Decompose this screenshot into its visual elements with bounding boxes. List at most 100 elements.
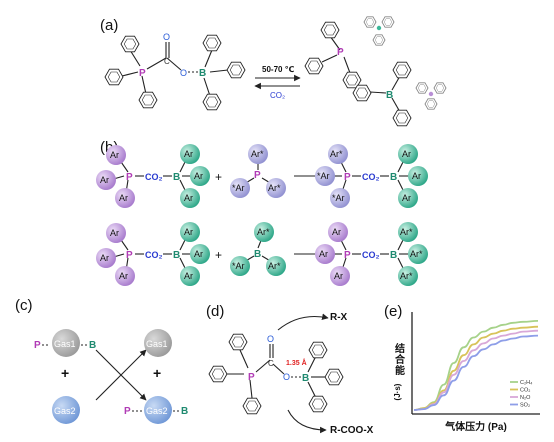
svg-text:*Ar: *Ar bbox=[232, 183, 245, 193]
svg-text:Ar*: Ar* bbox=[268, 261, 281, 271]
series-line-4 bbox=[413, 334, 539, 411]
panel-d-boron: B bbox=[302, 373, 309, 384]
svg-text:B: B bbox=[390, 172, 397, 183]
plus-sign-b1: + bbox=[215, 170, 222, 184]
flp-b-1: B bbox=[173, 172, 180, 183]
panel-a-right-products: P B bbox=[304, 16, 447, 127]
flp-adduct-right-2: Ar Ar Ar P CO₂ B Ar* Ar* Ar* bbox=[315, 222, 428, 286]
panel-d-molecule: P O C O 1.35 Å B bbox=[208, 333, 344, 415]
svg-text:B: B bbox=[89, 340, 96, 351]
panel-d-rx-label: R-X bbox=[330, 312, 348, 323]
svg-text:B: B bbox=[181, 406, 188, 417]
svg-text:CO₂: CO₂ bbox=[145, 250, 163, 260]
svg-text:Ar: Ar bbox=[402, 193, 411, 203]
svg-text:Gas2: Gas2 bbox=[54, 406, 76, 416]
oxygen-atom-top: O bbox=[163, 32, 170, 42]
svg-text:P: P bbox=[344, 172, 351, 183]
legend-label-1: C₂H₄ bbox=[520, 380, 533, 386]
svg-text:B: B bbox=[254, 249, 261, 260]
panel-d-phosphorus: P bbox=[248, 372, 255, 383]
svg-text:B: B bbox=[390, 250, 397, 261]
flp-adduct-left-2: Ar Ar Ar P CO₂ B Ar Ar Ar bbox=[96, 222, 210, 286]
svg-text:Ar: Ar bbox=[194, 249, 203, 259]
legend-label-3: N₂O bbox=[520, 395, 531, 401]
svg-text:Ar: Ar bbox=[184, 227, 193, 237]
svg-text:Ar: Ar bbox=[332, 227, 341, 237]
chart-axes bbox=[411, 312, 540, 415]
svg-text:C: C bbox=[268, 359, 274, 368]
free-p-1: P bbox=[254, 170, 261, 181]
svg-text:Ar: Ar bbox=[110, 228, 119, 238]
series-line-2 bbox=[413, 325, 539, 411]
free-phosphine-1: Ar* *Ar Ar* P bbox=[230, 144, 286, 198]
panel-b-row-1: Ar Ar Ar P CO₂ B Ar Ar Ar + bbox=[96, 144, 428, 208]
svg-text:Ar: Ar bbox=[184, 271, 193, 281]
svg-text:Gas1: Gas1 bbox=[54, 339, 76, 349]
svg-text:Ar*: Ar* bbox=[257, 227, 270, 237]
y-axis-label: 结 合 能 (J·s) bbox=[393, 342, 406, 400]
svg-text:Ar*: Ar* bbox=[400, 271, 413, 281]
panel-e-label: (e) bbox=[384, 303, 402, 320]
co2-release-label: CO₂ bbox=[270, 91, 285, 100]
oxygen-atom-bridge: O bbox=[180, 68, 187, 78]
chart-series bbox=[413, 320, 539, 411]
boron-atom: B bbox=[199, 68, 206, 79]
svg-text:*Ar: *Ar bbox=[317, 171, 330, 181]
svg-text:Ar: Ar bbox=[412, 171, 421, 181]
co2-bridge-1: CO₂ bbox=[145, 172, 163, 182]
svg-text:P: P bbox=[126, 250, 133, 261]
svg-text:P: P bbox=[124, 406, 131, 417]
svg-text:*Ar: *Ar bbox=[232, 261, 245, 271]
gas-exchange-left-bottom: Gas2 bbox=[52, 396, 80, 424]
svg-text:CO₂: CO₂ bbox=[362, 172, 380, 182]
plus-sign-c-right: + bbox=[153, 365, 161, 381]
svg-text:Ar: Ar bbox=[119, 271, 128, 281]
svg-text:Ar: Ar bbox=[100, 175, 109, 185]
svg-text:Ar*: Ar* bbox=[400, 227, 413, 237]
panel-a: (a) P O C O B bbox=[100, 16, 447, 127]
svg-text:P: P bbox=[344, 250, 351, 261]
panel-b-row-2: Ar Ar Ar P CO₂ B Ar Ar Ar + bbox=[96, 222, 428, 286]
pph3-phosphorus: P bbox=[337, 47, 344, 58]
svg-text:Ar*: Ar* bbox=[268, 183, 281, 193]
panel-d-label: (d) bbox=[206, 303, 224, 320]
bph3-boron: B bbox=[386, 90, 393, 101]
panel-d-bond-length: 1.35 Å bbox=[286, 358, 307, 367]
y-axis-label-char-1: 结 bbox=[395, 342, 405, 355]
svg-text:O: O bbox=[283, 372, 290, 382]
panel-d-arrow-bottom bbox=[287, 409, 327, 434]
gas-exchange-left-top: P Gas1 B bbox=[34, 329, 96, 357]
plus-sign-c-left: + bbox=[61, 365, 69, 381]
legend-label-4: SO₂ bbox=[520, 403, 530, 409]
svg-text:Ar*: Ar* bbox=[410, 249, 423, 259]
panel-c: (c) P Gas1 B + Gas2 Gas1 + P Gas2 B bbox=[15, 297, 188, 424]
panel-d: (d) P O C O 1.35 Å B R-X bbox=[206, 303, 374, 436]
svg-text:Ar: Ar bbox=[119, 193, 128, 203]
svg-text:Ar: Ar bbox=[110, 150, 119, 160]
panel-a-equilibrium-arrows: 50-70 ℃ CO₂ bbox=[254, 65, 301, 100]
free-borane-2: Ar* *Ar Ar* B bbox=[230, 222, 286, 276]
svg-text:Ar*: Ar* bbox=[251, 149, 264, 159]
svg-text:CO₂: CO₂ bbox=[362, 250, 380, 260]
bph3-3d-model bbox=[415, 82, 447, 110]
plus-sign-b2: + bbox=[215, 248, 222, 262]
panel-a-left-molecule: P O C O B bbox=[104, 32, 246, 111]
svg-text:Ar: Ar bbox=[319, 249, 328, 259]
svg-text:Ar: Ar bbox=[402, 149, 411, 159]
svg-text:Ar: Ar bbox=[334, 271, 343, 281]
exchange-arrow-up bbox=[95, 349, 147, 401]
legend-label-2: CO₂ bbox=[520, 388, 530, 394]
svg-text:Ar: Ar bbox=[184, 193, 193, 203]
gas-exchange-right-top: Gas1 bbox=[144, 329, 172, 357]
svg-text:Gas1: Gas1 bbox=[146, 339, 168, 349]
svg-text:B: B bbox=[173, 250, 180, 261]
svg-text:Gas2: Gas2 bbox=[146, 406, 168, 416]
flp-adduct-right-1: Ar* *Ar *Ar P CO₂ B Ar Ar Ar bbox=[315, 144, 428, 208]
panel-d-arrow-top bbox=[277, 313, 329, 331]
gas-exchange-right-bottom: P Gas2 B bbox=[124, 396, 188, 424]
panel-b: (b) Ar Ar Ar P CO₂ B bbox=[96, 139, 428, 286]
phosphorus-atom: P bbox=[139, 68, 146, 79]
